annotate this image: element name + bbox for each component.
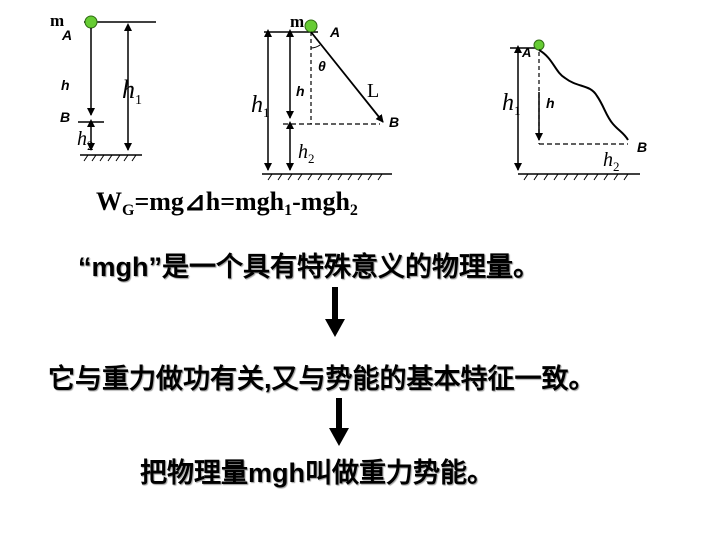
formula-part2: h=mgh [205,187,285,216]
h2-label: h2 [77,128,94,153]
ground-hatching [267,173,383,181]
point-a-label: A [61,27,72,43]
formula-w-sub: G [122,202,135,219]
formula-w: W [96,187,122,216]
formula-delta: ⊿ [183,187,206,216]
point-b-label: B [389,114,399,130]
h1-label: h1 [251,92,270,120]
h-label: h [296,83,305,99]
h-label: h [546,95,555,111]
point-b-label: B [637,139,647,155]
mass-label: m [290,12,304,31]
theta-label: θ [318,58,326,74]
ground-hatching [523,173,629,181]
ball [304,19,318,33]
formula-sub1: 1 [284,202,293,219]
work-formula: WG=mg⊿h=mgh1-mgh2 [96,187,358,220]
statement-line-3: 把物理量mgh叫做重力势能。 [140,458,494,488]
down-arrow-1 [325,287,345,337]
h1-label: h1 [502,90,521,118]
statement-line-1: “mgh”是一个具有特殊意义的物理量。 [78,252,540,282]
free-fall-diagram: m A h B h1 h2 [50,11,156,162]
formula-part1: =mg [134,187,184,216]
formula-sub2: 2 [349,202,358,219]
down-arrow-2 [329,398,349,446]
h2-label: h2 [298,141,315,166]
h1-label: h1 [122,75,142,108]
theta-arc [310,44,321,49]
statement-line-2: 它与重力做功有关,又与势能的基本特征一致。 [48,364,596,394]
h2-label: h2 [603,149,620,174]
curved-slope-diagram: A h B h1 h2 [502,39,647,181]
point-a-label: A [521,45,531,60]
point-b-label: B [60,109,70,125]
length-label: L [367,80,379,102]
mass-label: m [50,11,64,30]
rope-L [310,31,384,123]
h-label: h [61,77,70,93]
pendulum-diagram: m A θ L h B h1 h2 [251,12,399,181]
ground-hatching [83,154,137,162]
ball [84,15,98,29]
formula-part3: -mgh [292,187,350,216]
ball [533,39,545,51]
curved-slope [538,49,629,141]
point-a-label: A [329,24,340,40]
